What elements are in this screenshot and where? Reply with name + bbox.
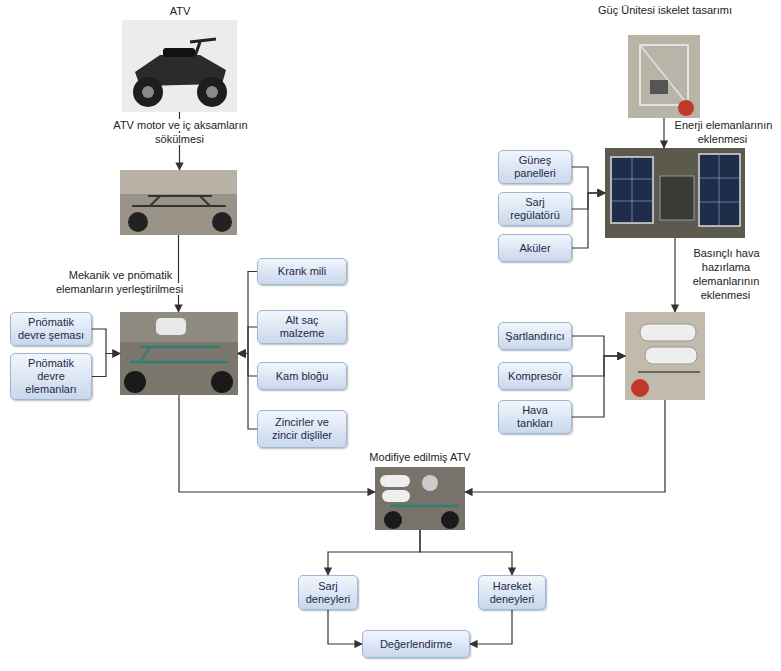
box-text: Pnömatik devre şeması: [15, 316, 87, 342]
process-box: Şartlandırıcı: [498, 322, 572, 350]
flow-arrow: [572, 356, 625, 417]
photo-panel: Basınçlı hava hazırlama elemanlarının ek…: [625, 312, 705, 400]
step-heading-wrap: ATV motor ve iç aksamların sökülmesi: [100, 118, 260, 146]
photo-panel: Güç Ünitesi iskelet tasarımı: [628, 35, 700, 118]
step-heading: ATV motor ve iç aksamların sökülmesi: [112, 119, 247, 145]
flow-arrow: [572, 167, 605, 193]
process-box: Sarj regülatörü: [498, 192, 572, 226]
solar-photo: [605, 148, 745, 238]
process-box: Krank mili: [257, 258, 347, 285]
box-text: Alt saç malzeme: [262, 314, 342, 340]
step-heading-wrap: Modifiye edilmiş ATV: [340, 450, 500, 464]
flow-arrow: [420, 530, 512, 575]
process-box: Aküler: [498, 234, 572, 262]
flow-arrow: [572, 193, 605, 248]
process-box: Hareket deneyleri: [478, 575, 546, 610]
tank-photo: [625, 312, 705, 400]
flow-arrow: [238, 327, 257, 354]
step-heading-wrap: Basınçlı hava hazırlama elemanlarının ek…: [676, 246, 776, 302]
step-heading-wrap: Enerji elemanlarının eklenmesi: [670, 118, 776, 146]
box-text: Krank mili: [278, 265, 326, 278]
pneumatic-photo: [120, 312, 238, 395]
process-box: Pnömatik devre elemanları: [10, 353, 92, 400]
atv-photo: [122, 20, 237, 112]
box-text: Hava tankları: [503, 404, 567, 430]
step-heading-wrap: Mekanik ve pnömatik elemanların yerleşti…: [45, 268, 195, 296]
step-heading-wrap: ATV: [130, 4, 230, 18]
flow-arrow: [238, 272, 257, 354]
photo-panel: ATV motor ve iç aksamların sökülmesi: [120, 170, 237, 235]
box-text: Sarj deneyleri: [303, 580, 353, 606]
step-heading: Modifiye edilmiş ATV: [368, 451, 471, 463]
box-text: Kam bloğu: [276, 370, 329, 383]
flow-arrow: [178, 235, 179, 312]
flow-arrow: [465, 400, 665, 492]
flow-arrow: [179, 395, 375, 492]
process-box: Alt saç malzeme: [257, 310, 347, 344]
box-text: Değerlendirme: [380, 638, 452, 651]
photo-panel: Mekanik ve pnömatik elemanların yerleşti…: [120, 312, 238, 395]
step-heading: Enerji elemanlarının eklenmesi: [674, 119, 773, 145]
flow-arrow: [238, 354, 257, 430]
flow-arrow: [572, 336, 625, 356]
process-box: Kam bloğu: [257, 362, 347, 390]
flow-arrow: [92, 354, 120, 377]
box-text: Aküler: [519, 242, 550, 255]
flow-arrow: [92, 329, 120, 354]
process-box: Zincirler ve zincir dişliler: [257, 410, 347, 448]
box-text: Hareket deneyleri: [483, 580, 541, 606]
box-text: Şartlandırıcı: [505, 330, 564, 343]
box-text: Zincirler ve zincir dişliler: [262, 416, 342, 442]
skeleton-photo: [628, 35, 700, 118]
flow-arrow: [328, 530, 420, 575]
photo-panel: ATV: [122, 20, 237, 112]
process-box: Sarj deneyleri: [298, 575, 358, 610]
photo-panel: Modifiye edilmiş ATV: [375, 467, 465, 530]
process-box: Değerlendirme: [362, 630, 470, 658]
step-heading: ATV: [169, 5, 192, 17]
flow-arrow: [470, 610, 512, 644]
step-heading: Mekanik ve pnömatik elemanların yerleşti…: [56, 269, 184, 295]
box-text: Pnömatik devre elemanları: [15, 357, 87, 396]
process-box: Hava tankları: [498, 400, 572, 434]
box-text: Sarj regülatörü: [503, 196, 567, 222]
box-text: Kompresör: [508, 370, 562, 383]
flow-arrow: [663, 118, 664, 148]
step-heading-wrap: Güç Ünitesi iskelet tasarımı: [590, 3, 740, 17]
box-text: Güneş panelleri: [503, 154, 567, 180]
step-heading: Basınçlı hava hazırlama elemanlarının ek…: [692, 247, 759, 301]
process-box: Kompresör: [498, 362, 572, 390]
process-box: Pnömatik devre şeması: [10, 312, 92, 346]
frame-photo: [120, 170, 237, 235]
photo-panel: Enerji elemanlarının eklenmesi: [605, 148, 745, 238]
process-box: Güneş panelleri: [498, 150, 572, 184]
flow-arrow: [328, 610, 362, 644]
flow-arrow: [674, 238, 675, 312]
flow-arrow: [572, 356, 625, 376]
step-heading: Güç Ünitesi iskelet tasarımı: [597, 4, 733, 16]
modified-atv-photo: [375, 467, 465, 530]
